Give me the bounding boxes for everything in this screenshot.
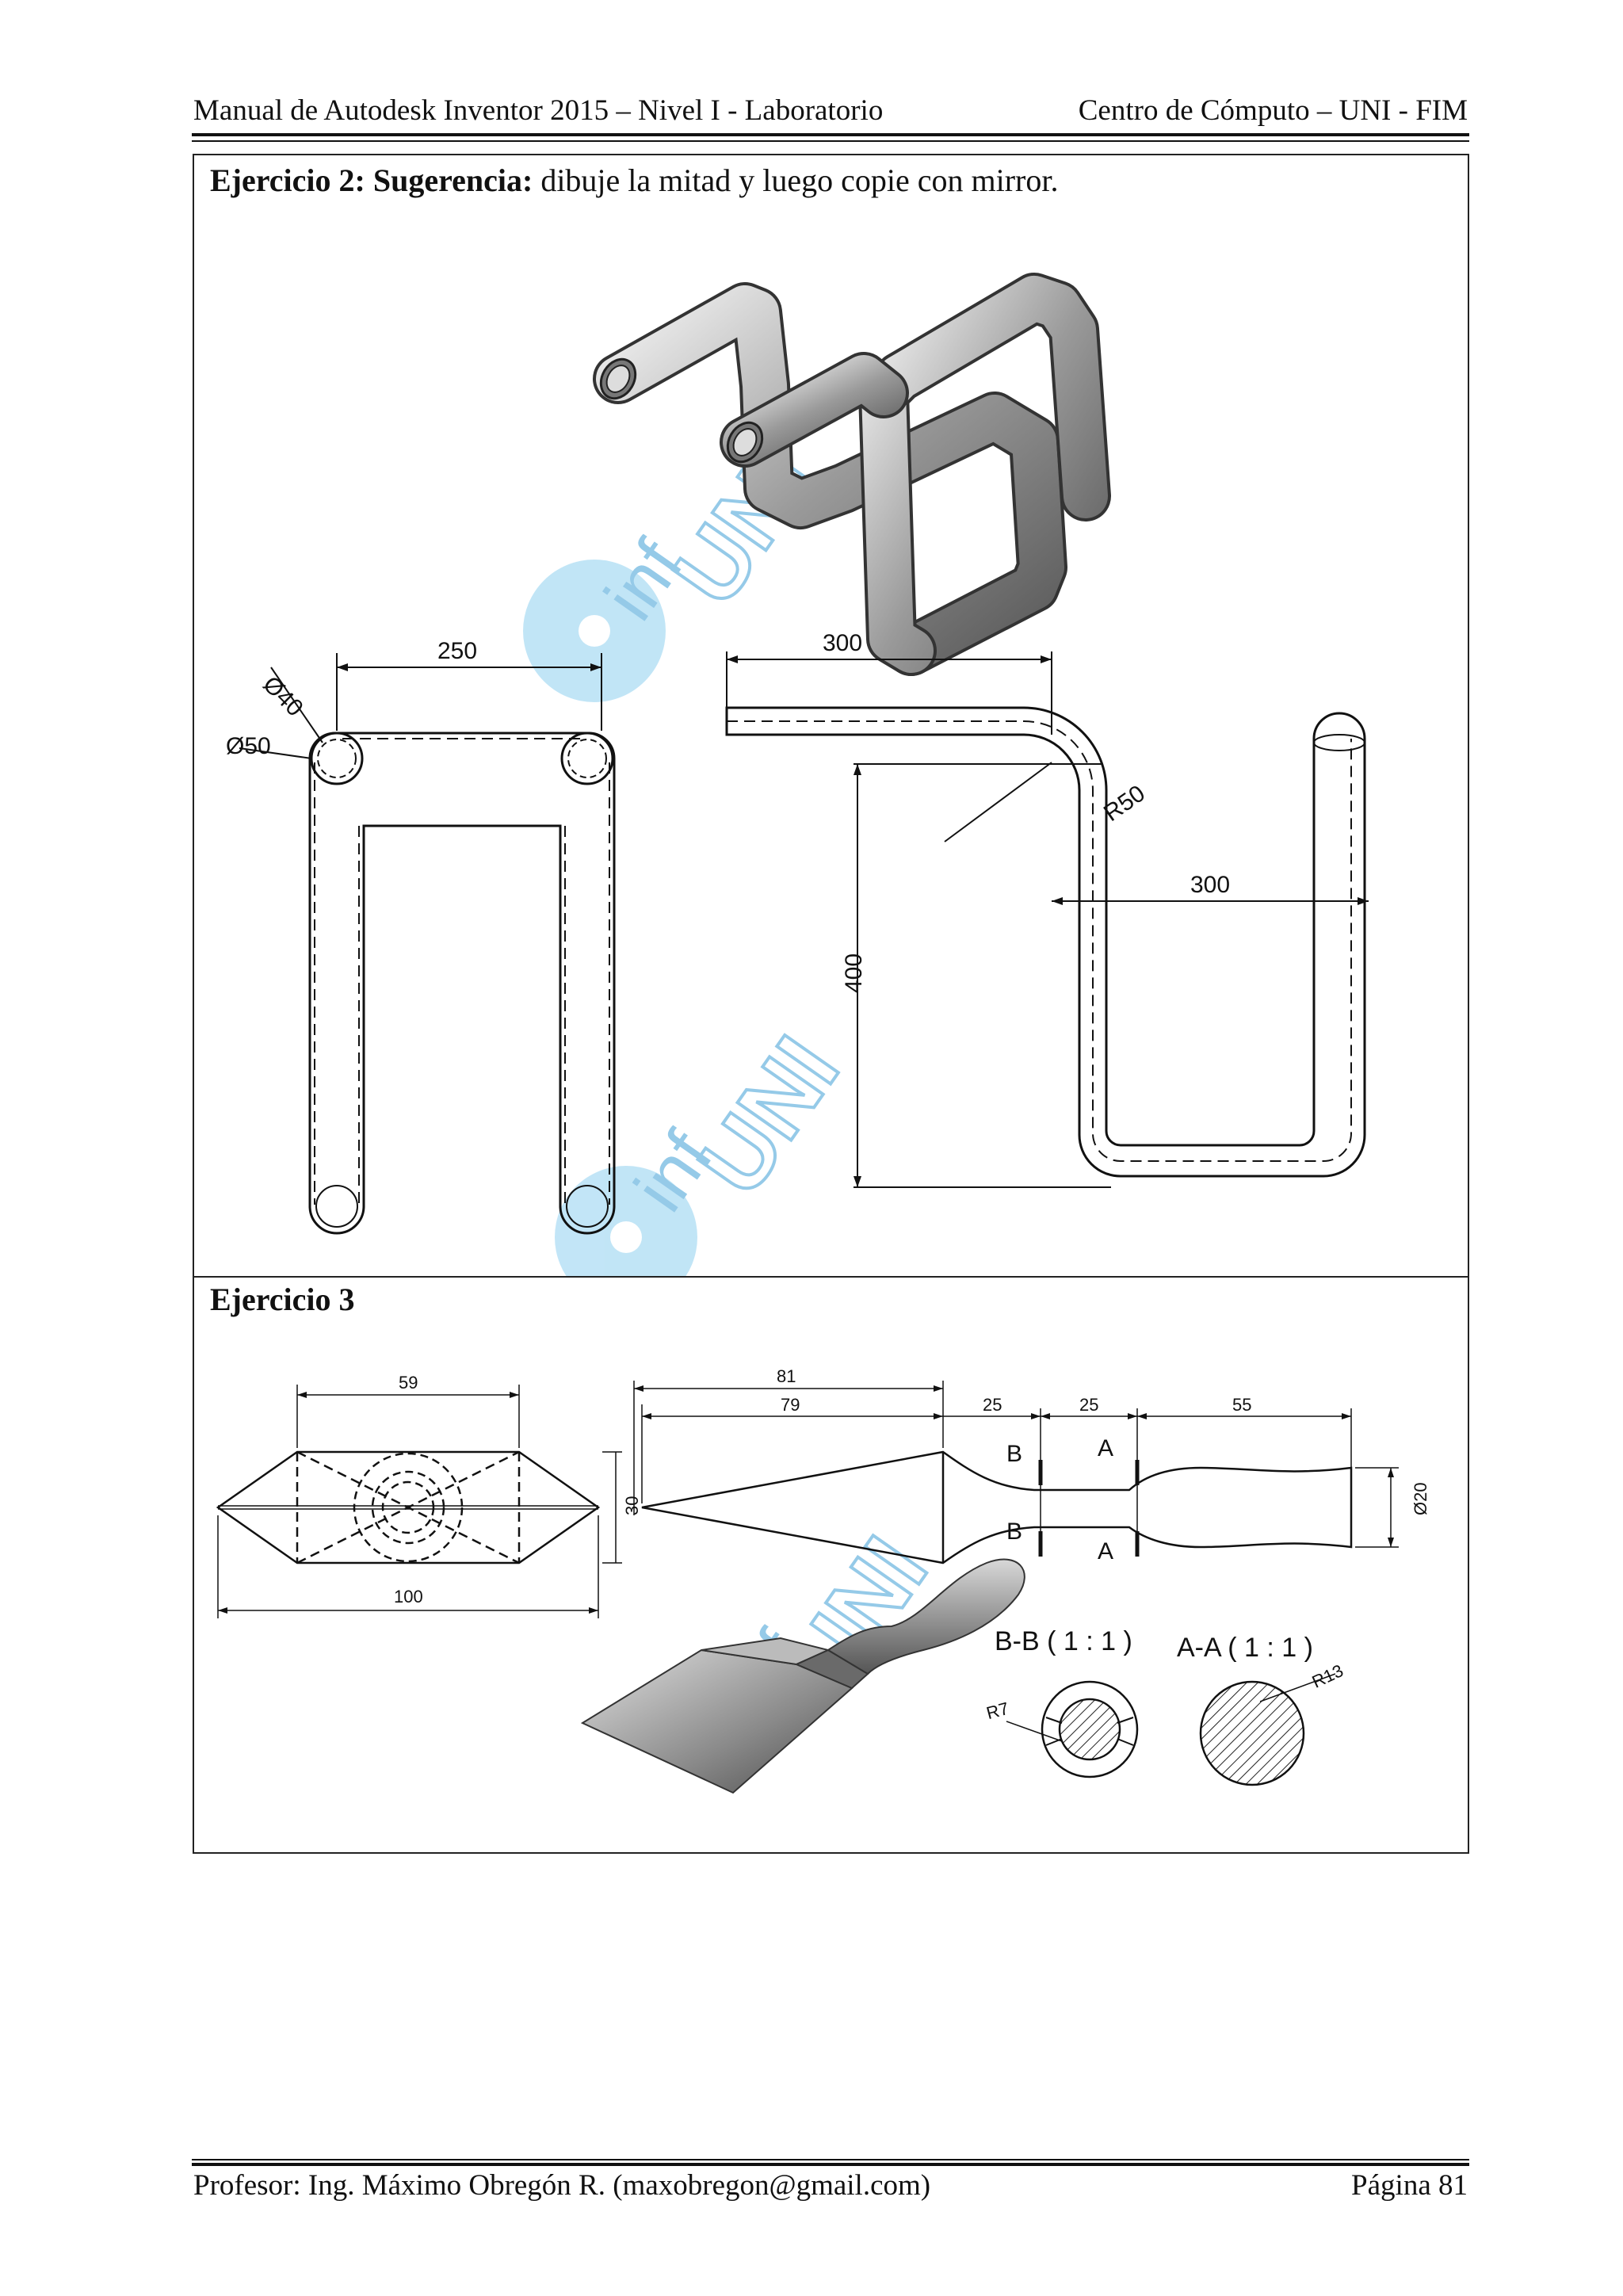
dim-55: 55	[1232, 1395, 1251, 1415]
hint-label: Sugerencia:	[372, 162, 533, 198]
dim-100: 100	[394, 1587, 423, 1606]
section-marker-a-top: A	[1098, 1435, 1113, 1461]
exercise-3-panel: Ejercicio 3 inf UNI	[193, 1278, 1469, 1854]
dim-25-a: 25	[983, 1395, 1002, 1415]
dim-radius-7: R7	[984, 1698, 1011, 1723]
dim-81: 81	[777, 1366, 796, 1386]
section-bb-view	[1006, 1680, 1139, 1778]
dim-250: 250	[437, 638, 477, 664]
header-rule-thick	[192, 133, 1469, 136]
trowel-3d-render	[580, 1558, 1025, 1794]
section-marker-b-top: B	[1006, 1441, 1022, 1467]
header-rule-thin	[192, 140, 1469, 142]
dim-30: 30	[622, 1496, 642, 1515]
header-right-title: Centro de Cómputo – UNI - FIM	[1078, 94, 1468, 127]
pipe-front-view: 250 Ø40 Ø50	[226, 638, 616, 1235]
dim-radius-13: R13	[1309, 1660, 1346, 1692]
trowel-side-view	[633, 1381, 1399, 1564]
dim-diameter-50: Ø50	[226, 733, 271, 759]
header-left-title: Manual de Autodesk Inventor 2015 – Nivel…	[193, 94, 884, 127]
section-marker-b-bottom: B	[1006, 1519, 1022, 1545]
footer-rule-thin	[192, 2159, 1469, 2160]
exercise-2-title: Ejercicio 2: Sugerencia: dibuje la mitad…	[210, 162, 1058, 199]
section-marker-a-bottom: A	[1098, 1538, 1113, 1564]
exercise-3-drawing: inf UNI 59 30 100	[216, 1366, 1430, 1794]
section-bb-title: B-B ( 1 : 1 )	[995, 1626, 1132, 1656]
exercise-2-label: Ejercicio 2:	[210, 162, 365, 198]
exercise-2-drawing: inf UNI inf UNI	[226, 273, 1369, 1276]
trowel-top-view	[216, 1385, 622, 1618]
dim-300-middle: 300	[1190, 872, 1230, 898]
hint-text: dibuje la mitad y luego copie con mirror…	[533, 162, 1059, 198]
section-aa-view	[1199, 1673, 1336, 1786]
dim-59: 59	[399, 1373, 418, 1392]
dim-400: 400	[841, 953, 867, 993]
page-number: Página 81	[1351, 2169, 1468, 2202]
footer-rule-thick	[192, 2163, 1469, 2166]
dim-25-b: 25	[1079, 1395, 1098, 1415]
dim-diameter-40: Ø40	[258, 671, 307, 721]
exercise-3-label: Ejercicio 3	[210, 1282, 355, 1317]
dim-300-top: 300	[823, 630, 862, 656]
exercise-2-panel: Ejercicio 2: Sugerencia: dibuje la mitad…	[193, 154, 1469, 1278]
exercise-3-title: Ejercicio 3	[210, 1281, 355, 1318]
footer-author: Profesor: Ing. Máximo Obregón R. (maxobr…	[193, 2169, 931, 2202]
watermark-logo-2: inf UNI	[555, 1017, 861, 1276]
dim-diameter-20: Ø20	[1411, 1482, 1430, 1515]
dim-79: 79	[781, 1395, 800, 1415]
pipe-3d-render	[593, 273, 1111, 676]
section-aa-title: A-A ( 1 : 1 )	[1177, 1633, 1313, 1663]
